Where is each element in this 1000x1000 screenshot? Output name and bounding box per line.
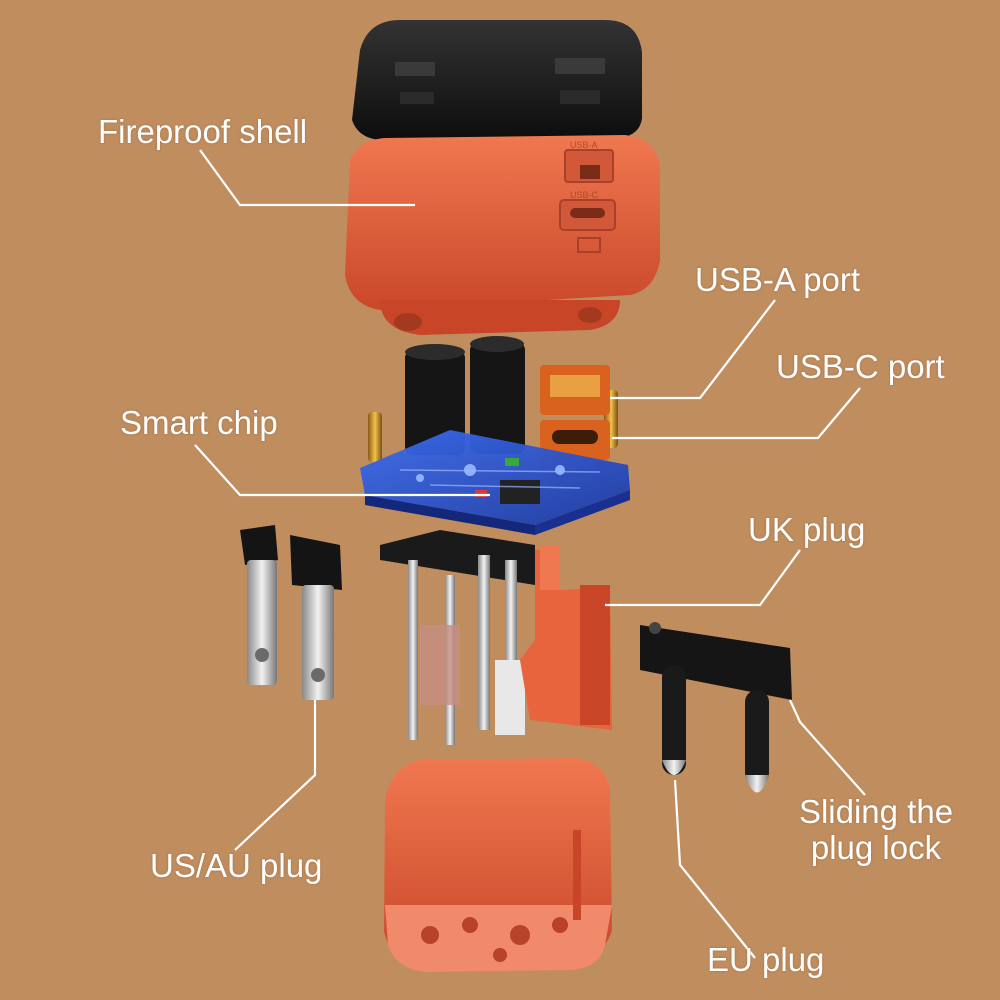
label-sliding-lock: Sliding the plug lock <box>796 793 956 867</box>
label-us-au-plug: US/AU plug <box>150 847 323 884</box>
smart-chip-board <box>360 430 630 535</box>
label-uk-plug: UK plug <box>748 511 866 548</box>
label-sliding-lock-line2: plug lock <box>810 829 942 867</box>
engraved-usb-a: USB-A <box>570 140 598 150</box>
us-au-plug-part <box>240 525 342 700</box>
label-eu-plug: EU plug <box>707 941 825 978</box>
leader-lines <box>194 149 866 959</box>
capacitors <box>405 336 525 455</box>
leader-sliding-lock <box>788 699 866 796</box>
leader-eu-plug <box>673 779 756 959</box>
plug-frame-part <box>380 530 535 745</box>
label-smart-chip: Smart chip <box>120 404 278 441</box>
leader-uk-plug <box>605 549 801 607</box>
uk-plug-part <box>520 545 612 730</box>
label-fireproof-shell: Fireproof shell <box>98 113 308 150</box>
label-sliding-lock-line1: Sliding the <box>798 793 954 830</box>
engraved-usb-c: USB-C <box>570 190 599 200</box>
fireproof-shell-part <box>345 135 660 335</box>
leader-smart-chip <box>194 444 490 497</box>
leader-fireproof-shell <box>199 149 415 207</box>
eu-plug-part <box>640 622 792 793</box>
bottom-base-part <box>384 758 612 972</box>
leader-usb-c-port <box>612 387 861 440</box>
label-usb-a-port: USB-A port <box>695 261 861 298</box>
label-usb-c-port: USB-C port <box>776 348 945 385</box>
usb-ports <box>540 365 610 460</box>
leader-usb-a-port <box>610 299 776 400</box>
leader-us-au-plug <box>234 700 317 851</box>
top-cap-part <box>352 20 642 140</box>
